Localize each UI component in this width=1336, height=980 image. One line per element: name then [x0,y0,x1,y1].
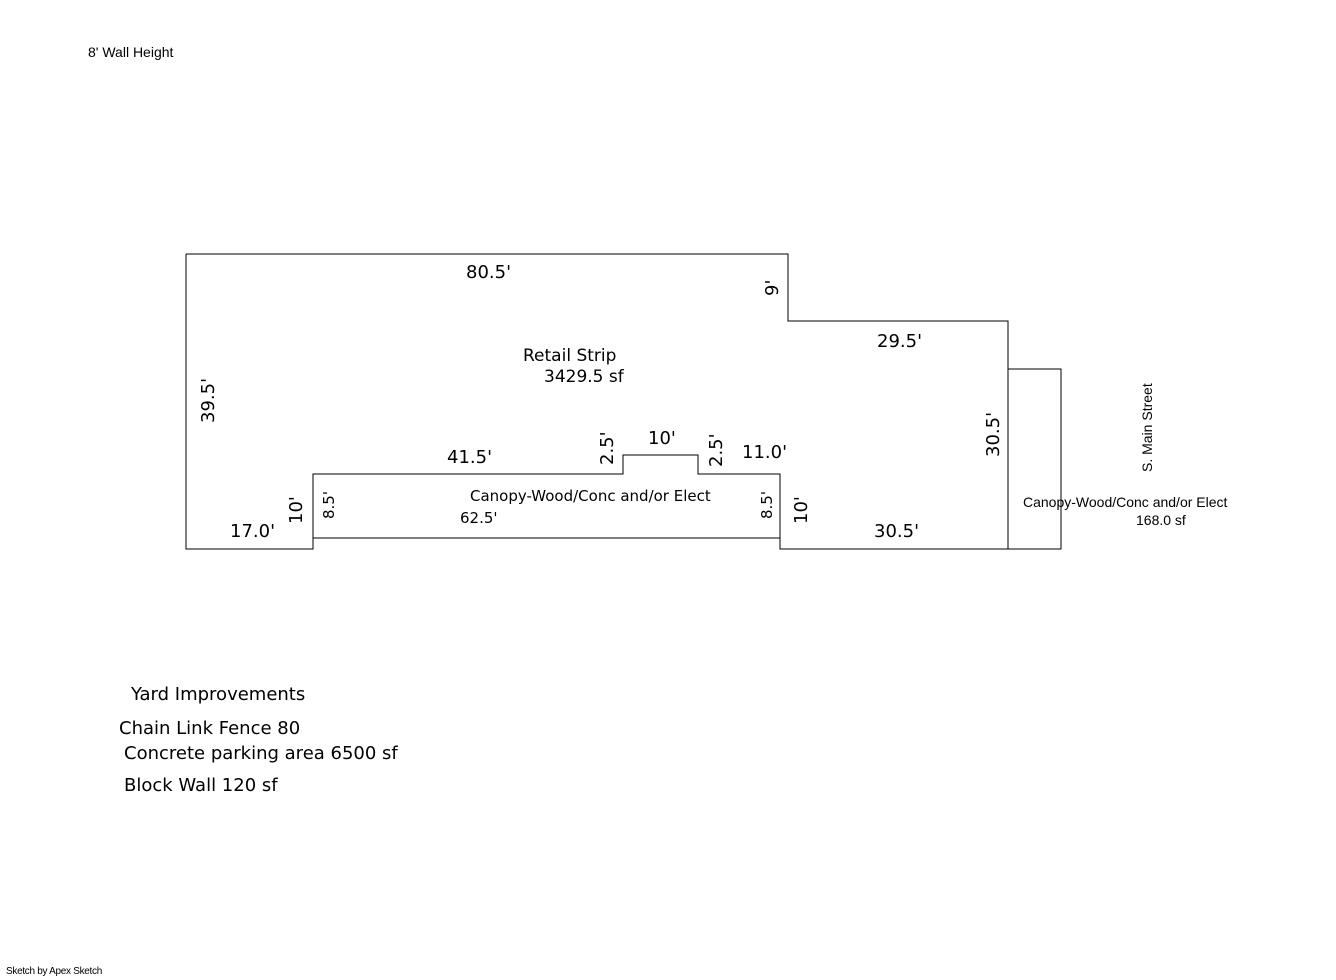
dim-canopy-right-inner: 8.5' [758,491,776,519]
dim-notch-right: 2.5' [706,433,727,467]
dim-top: 80.5' [466,262,511,283]
front-canopy-outline [312,474,781,539]
yard-item-parking: Concrete parking area 6500 sf [124,743,398,764]
footer-credit: Sketch by Apex Sketch [6,966,102,977]
wall-height-note: 8' Wall Height [88,44,174,60]
dim-right: 30.5' [983,412,1004,457]
dim-bottom-right: 30.5' [874,521,919,542]
street-name: S. Main Street [1139,383,1155,472]
dim-upper-right: 29.5' [877,331,922,352]
side-canopy-outline [1007,368,1062,550]
dim-step-down: 9' [762,280,783,296]
dim-front-left: 41.5' [447,447,492,468]
dim-notch-left: 2.5' [597,431,618,465]
dim-canopy-left-inner: 8.5' [320,491,338,519]
yard-item-fence: Chain Link Fence 80 [119,718,301,739]
dim-canopy-right-outer: 10' [791,496,812,524]
side-canopy-area: 168.0 sf [1136,512,1186,528]
dim-canopy-left-outer: 10' [286,496,307,524]
dim-notch-top: 10' [648,428,676,449]
retail-strip-area: 3429.5 sf [544,367,625,387]
front-canopy-name: Canopy-Wood/Conc and/or Elect [470,487,711,505]
dim-canopy-bottom: 62.5' [460,509,498,527]
dim-left: 39.5' [198,378,219,423]
yard-improvements-title: Yard Improvements [131,684,306,705]
dim-front-right: 11.0' [742,442,787,463]
retail-strip-name: Retail Strip [523,346,616,366]
side-canopy-name: Canopy-Wood/Conc and/or Elect [1023,494,1228,510]
dim-bottom-left: 17.0' [230,521,275,542]
yard-item-block-wall: Block Wall 120 sf [124,775,278,796]
